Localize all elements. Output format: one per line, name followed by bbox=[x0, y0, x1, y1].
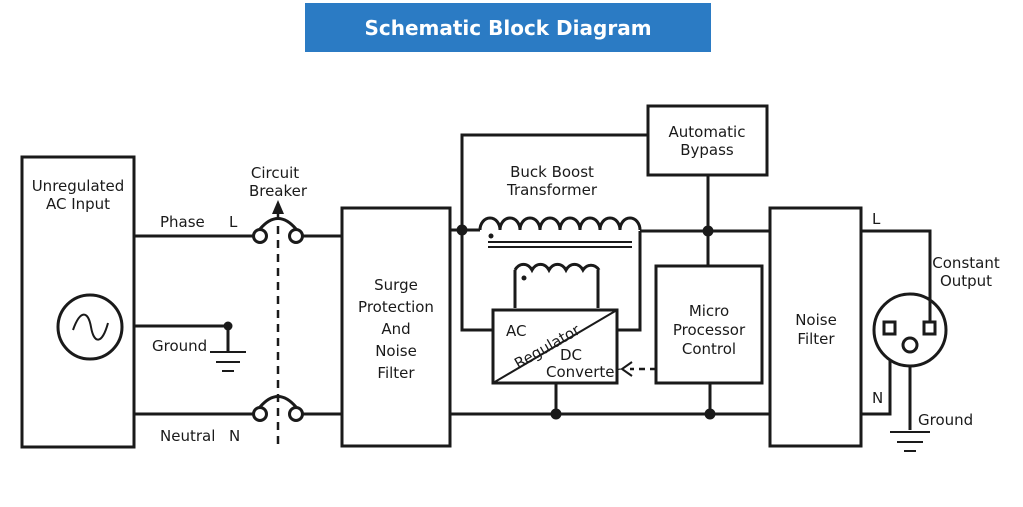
surge-label-3: And bbox=[381, 320, 410, 338]
automatic-bypass-block bbox=[646, 104, 769, 177]
surge-label-4: Noise bbox=[375, 342, 417, 360]
neutral-n-label: N bbox=[229, 427, 240, 445]
converter-label-2: Converter bbox=[546, 363, 622, 381]
neutral-label: Neutral bbox=[160, 427, 215, 445]
constant-output-label-1: Constant bbox=[932, 254, 1000, 272]
output-l-label: L bbox=[872, 210, 881, 228]
bypass-label-1: Automatic bbox=[669, 123, 746, 141]
regulator-divider bbox=[492, 309, 618, 384]
surge-label-2: Protection bbox=[358, 298, 434, 316]
ground-label-output: Ground bbox=[918, 411, 973, 429]
noise-filter-label-2: Filter bbox=[797, 330, 835, 348]
ground-label-input: Ground bbox=[152, 337, 207, 355]
micro-label-2: Processor bbox=[673, 321, 746, 339]
breaker-label-1: Circuit bbox=[251, 164, 299, 182]
control-signal-arrow bbox=[620, 361, 656, 377]
phase-l-label: L bbox=[229, 213, 238, 231]
noise-filter-block bbox=[768, 206, 863, 448]
converter-label-1: DC bbox=[560, 346, 582, 364]
phase-label: Phase bbox=[160, 213, 205, 231]
bypass-label-2: Bypass bbox=[680, 141, 734, 159]
noise-filter-label-1: Noise bbox=[795, 311, 837, 329]
ac-input-label-1: Unregulated bbox=[32, 177, 125, 195]
surge-label-5: Filter bbox=[377, 364, 415, 382]
diagram-title: Schematic Block Diagram bbox=[305, 3, 711, 52]
constant-output-label-2: Output bbox=[940, 272, 992, 290]
surge-protection-block bbox=[340, 206, 452, 448]
ac-input-label-2: AC Input bbox=[46, 195, 110, 213]
ground-icon-input bbox=[210, 351, 246, 372]
circuit-breaker-icon bbox=[252, 200, 304, 448]
sine-wave-icon bbox=[72, 313, 109, 341]
buck-boost-label-2: Transformer bbox=[506, 181, 598, 199]
ground-icon-output bbox=[890, 431, 930, 452]
breaker-label-2: Breaker bbox=[249, 182, 308, 200]
outlet-icon bbox=[872, 292, 948, 368]
buck-boost-label-1: Buck Boost bbox=[510, 163, 594, 181]
micro-label-1: Micro bbox=[689, 302, 729, 320]
micro-processor-block bbox=[654, 264, 764, 385]
output-n-label: N bbox=[872, 389, 883, 407]
regulator-ac-label: AC bbox=[506, 322, 526, 340]
transformer-icon bbox=[478, 216, 642, 281]
junction-dots bbox=[223, 224, 716, 420]
surge-label-1: Surge bbox=[374, 276, 418, 294]
micro-label-3: Control bbox=[682, 340, 736, 358]
